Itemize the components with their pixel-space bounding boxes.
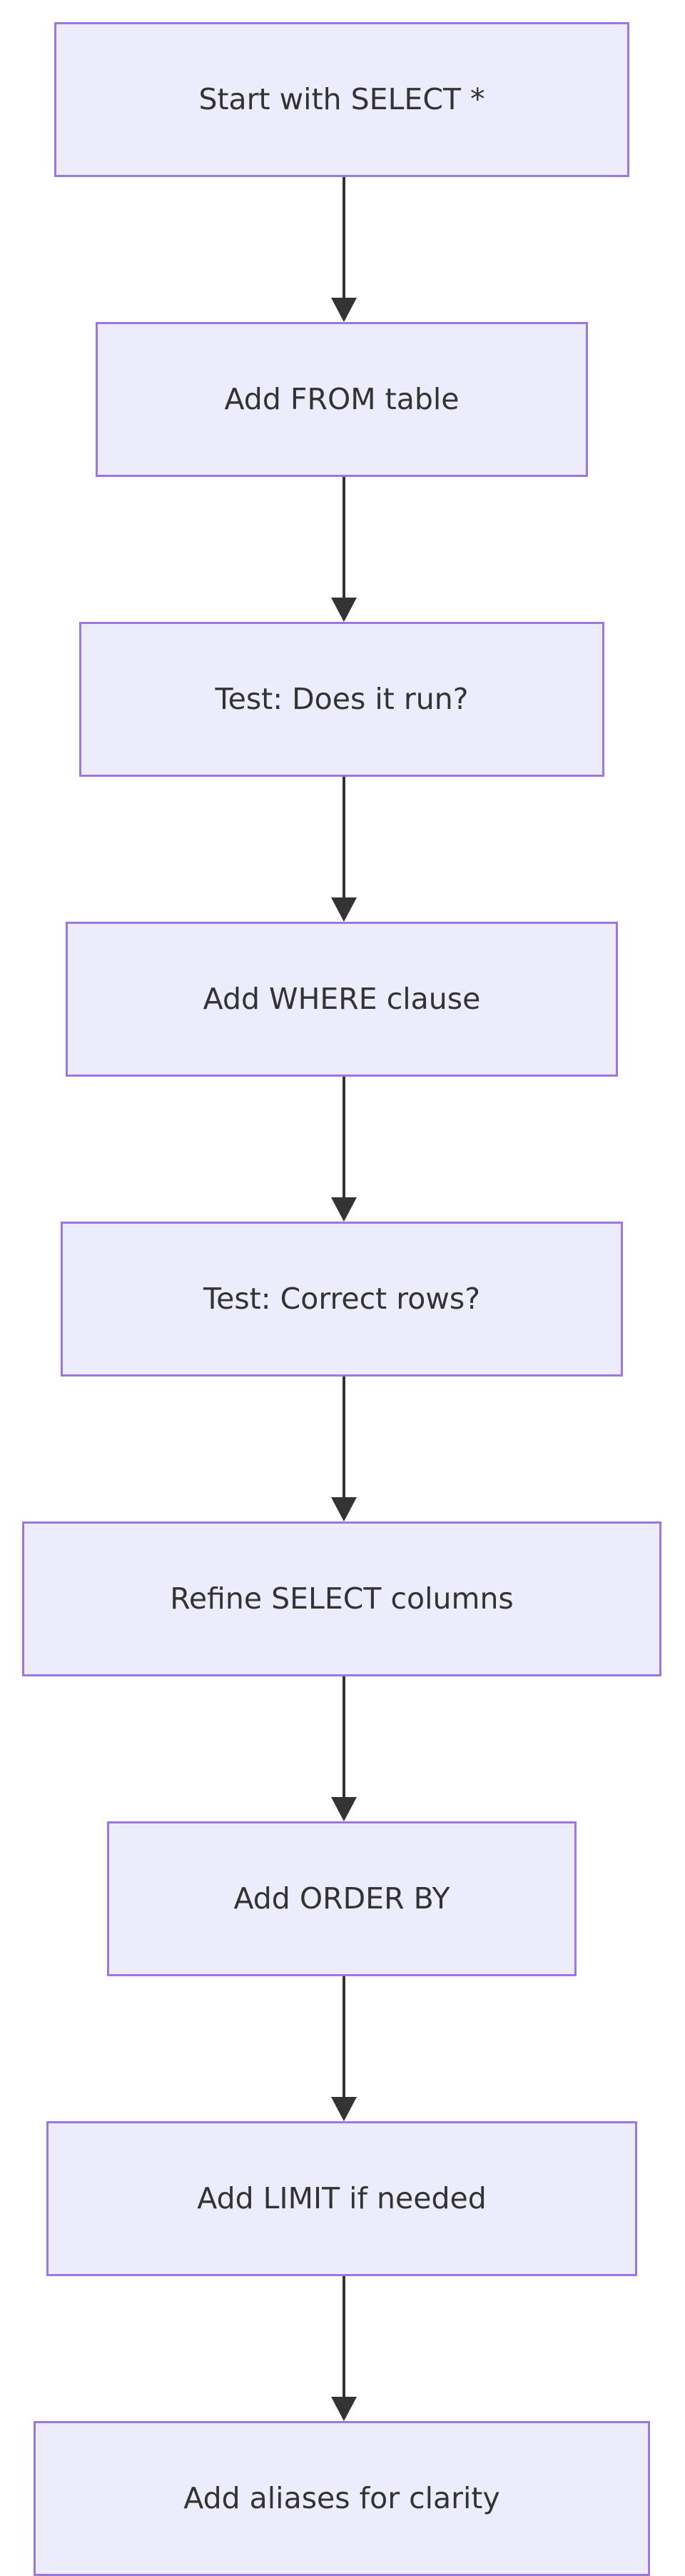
flow-node-label: Test: Does it run? bbox=[215, 681, 469, 716]
arrowhead-icon bbox=[331, 1497, 357, 1521]
flow-edge-e1 bbox=[331, 177, 357, 322]
flow-node-n8[interactable]: Add LIMIT if needed bbox=[46, 2121, 637, 2276]
arrowhead-icon bbox=[331, 2097, 357, 2121]
flow-node-n3[interactable]: Test: Does it run? bbox=[79, 622, 604, 777]
flow-node-label: Add ORDER BY bbox=[233, 1881, 450, 1916]
flow-node-label: Add FROM table bbox=[224, 381, 460, 416]
flow-node-label: Add WHERE clause bbox=[203, 981, 481, 1016]
arrowhead-icon bbox=[331, 1197, 357, 1222]
flow-edge-e7 bbox=[331, 1976, 357, 2121]
flow-node-n9[interactable]: Add aliases for clarity bbox=[34, 2421, 650, 2576]
flow-node-n2[interactable]: Add FROM table bbox=[96, 322, 588, 477]
flow-node-label: Add aliases for clarity bbox=[183, 2480, 500, 2515]
flow-edge-e3 bbox=[331, 777, 357, 922]
arrowhead-icon bbox=[331, 1797, 357, 1821]
flow-node-n7[interactable]: Add ORDER BY bbox=[107, 1821, 577, 1976]
arrowhead-icon bbox=[331, 897, 357, 922]
flow-node-label: Test: Correct rows? bbox=[203, 1281, 480, 1316]
arrowhead-icon bbox=[331, 598, 357, 622]
arrowhead-icon bbox=[331, 2397, 357, 2421]
flow-edge-e5 bbox=[331, 1377, 357, 1521]
arrowhead-icon bbox=[331, 298, 357, 322]
flow-node-n5[interactable]: Test: Correct rows? bbox=[61, 1222, 623, 1377]
flow-node-label: Start with SELECT * bbox=[198, 81, 485, 116]
flow-node-label: Add LIMIT if needed bbox=[197, 2180, 487, 2215]
flow-edge-e2 bbox=[331, 477, 357, 622]
flow-edge-e6 bbox=[331, 1676, 357, 1821]
flow-node-n6[interactable]: Refine SELECT columns bbox=[22, 1521, 661, 1676]
flow-edge-e8 bbox=[331, 2276, 357, 2421]
flow-node-n1[interactable]: Start with SELECT * bbox=[54, 22, 629, 177]
flow-node-n4[interactable]: Add WHERE clause bbox=[66, 922, 618, 1077]
flow-node-label: Refine SELECT columns bbox=[170, 1581, 514, 1616]
flow-edge-e4 bbox=[331, 1077, 357, 1222]
